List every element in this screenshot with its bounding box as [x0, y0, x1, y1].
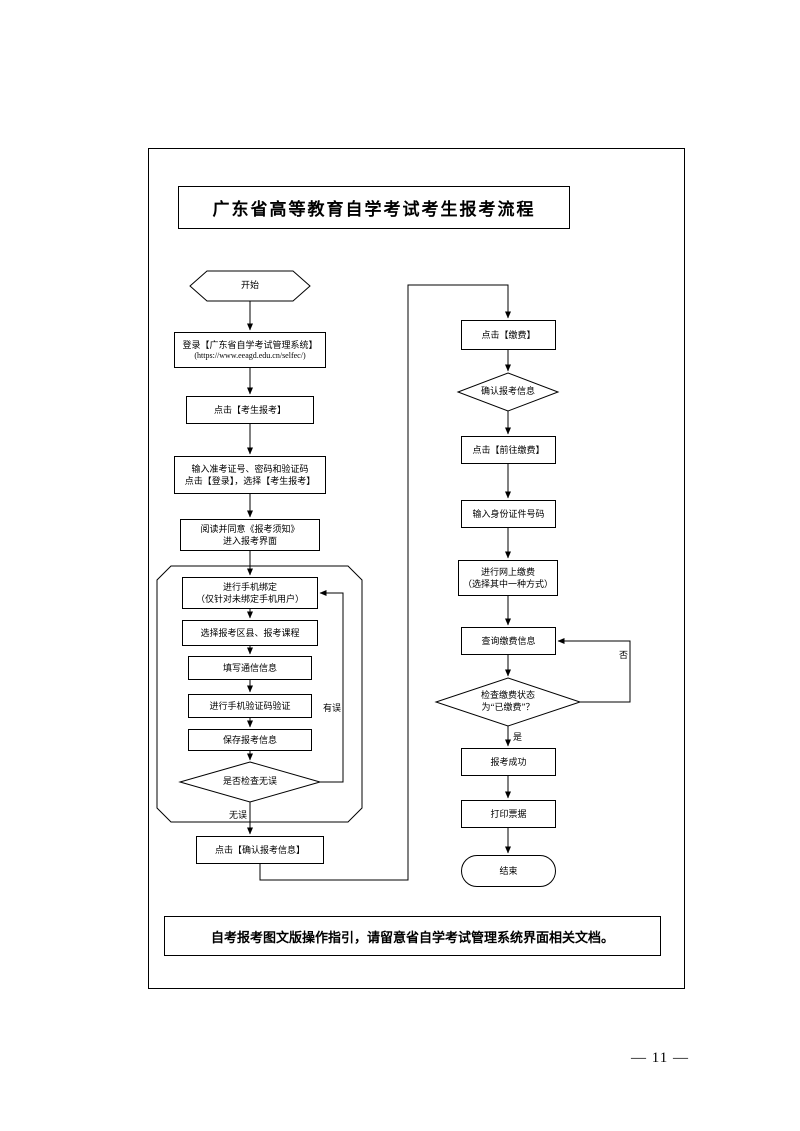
loop-container-shape — [156, 565, 363, 823]
flowchart-border — [148, 148, 685, 989]
node-end: 结束 — [461, 855, 556, 887]
node-agree-notice: 阅读并同意《报考须知》 进入报考界面 — [180, 519, 320, 551]
decision-status-text: 检查缴费状态 为“已缴费”？ — [480, 690, 535, 712]
flowchart-title: 广东省高等教育自学考试考生报考流程 — [212, 200, 536, 219]
flowchart-title-box: 广东省高等教育自学考试考生报考流程 — [178, 186, 570, 229]
node-contact-info: 填写通信信息 — [188, 656, 312, 680]
decision-confirm-text: 确认报考信息 — [480, 386, 535, 397]
label-no-branch: 否 — [618, 648, 630, 661]
status-diamond-shape — [434, 677, 582, 727]
node-id-number: 输入身份证件号码 — [461, 500, 556, 528]
node-online-pay: 进行网上缴费 （选择其中一种方式） — [458, 560, 558, 596]
start-hexagon-shape — [189, 270, 311, 302]
node-success: 报考成功 — [461, 748, 556, 776]
node-sms-verify: 进行手机验证码验证 — [188, 694, 312, 718]
node-save-info: 保存报考信息 — [188, 729, 312, 751]
node-print: 打印票据 — [461, 800, 556, 828]
label-yes-branch: 是 — [512, 730, 524, 743]
confirm-diamond-shape — [456, 372, 560, 412]
node-confirm-info: 点击【确认报考信息】 — [196, 836, 324, 864]
node-click-register: 点击【考生报考】 — [186, 396, 314, 424]
footer-note-box: 自考报考图文版操作指引，请留意省自学考试管理系统界面相关文档。 — [164, 916, 661, 956]
footer-note: 自考报考图文版操作指引，请留意省自学考试管理系统界面相关文档。 — [210, 929, 614, 945]
node-start: 开始 — [240, 280, 259, 291]
node-phone-bind: 进行手机绑定 （仅针对未绑定手机用户） — [182, 577, 318, 609]
page-number: — 11 — — [631, 1050, 689, 1066]
node-pay: 点击【缴费】 — [461, 320, 556, 350]
node-select-course: 选择报考区县、报考课程 — [182, 620, 318, 646]
node-input-credentials: 输入准考证号、密码和验证码 点击【登录】，选择【考生报考】 — [174, 456, 326, 494]
node-query-pay: 查询缴费信息 — [461, 627, 556, 655]
decision-check-text: 是否检查无误 — [222, 776, 277, 787]
node-goto-pay: 点击【前往缴费】 — [461, 436, 556, 464]
check-diamond-shape — [178, 761, 322, 803]
node-login-system: 登录【广东省自学考试管理系统】 (https://www.eeagd.edu.c… — [174, 332, 326, 368]
label-error-branch: 有误 — [322, 701, 343, 714]
label-ok-branch: 无误 — [228, 808, 249, 821]
